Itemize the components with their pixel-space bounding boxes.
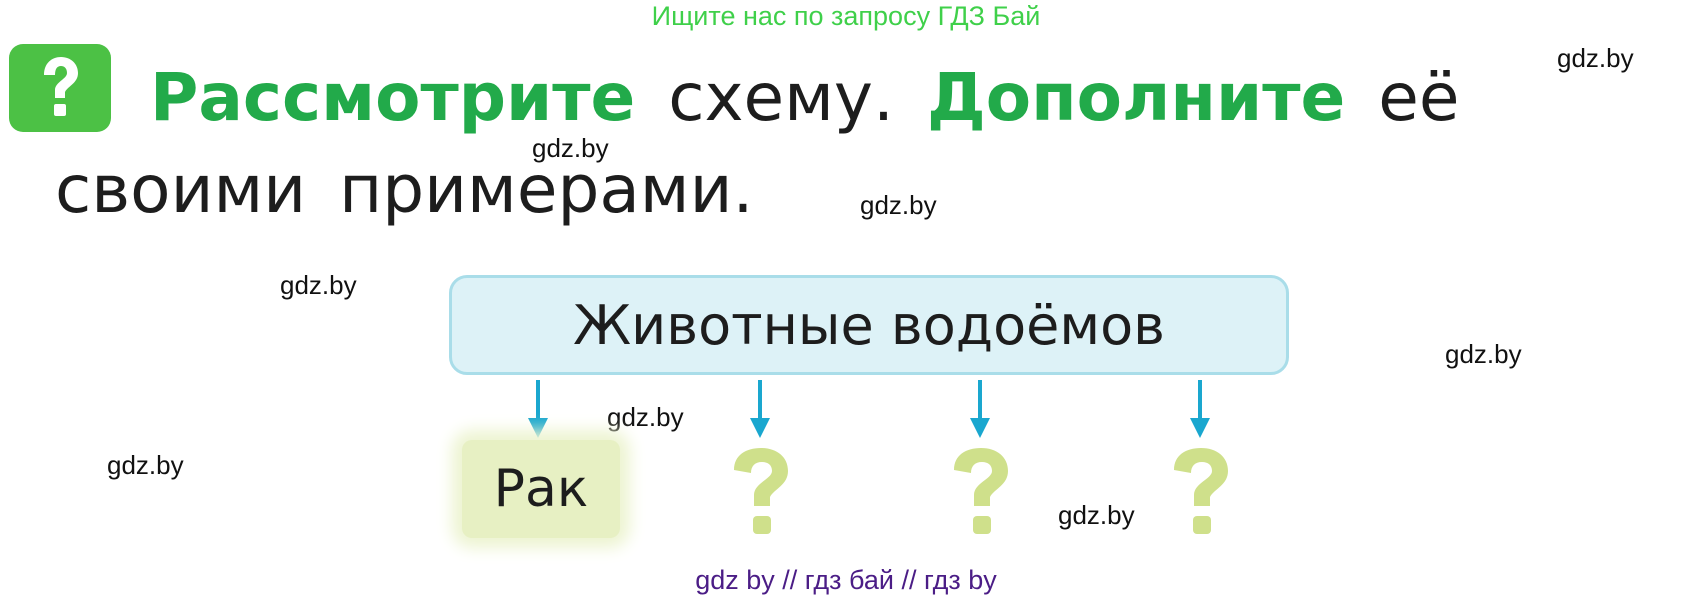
task-verb-complete: Дополните — [926, 59, 1346, 136]
task-instruction: Рассмотрите схему. Дополните её своими п… — [55, 52, 1675, 236]
watermark: gdz.by — [1445, 339, 1522, 369]
question-mark-icon — [734, 448, 788, 534]
task-text-scheme: схему. — [668, 59, 894, 136]
task-text-examples: её своими примерами. — [55, 59, 1460, 228]
watermark: gdz.by — [280, 270, 357, 300]
watermark: gdz.by — [860, 190, 937, 220]
question-mark-icon — [1174, 448, 1228, 534]
promo-note: Ищите нас по запросу ГДЗ Бай — [651, 1, 1041, 31]
watermark: gdz.by — [607, 402, 684, 432]
diagram-root-box: Животные водоёмов — [449, 275, 1289, 375]
known-example-box: Рак — [462, 440, 620, 538]
arrow-down-icon — [528, 380, 548, 438]
footer-watermark: gdz by // гдз бай // гдз by — [695, 565, 997, 595]
question-mark-icon — [954, 448, 1008, 534]
task-verb-consider: Рассмотрите — [150, 59, 636, 136]
watermark: gdz.by — [1557, 43, 1634, 73]
question-mark-icon — [9, 44, 111, 132]
watermark: gdz.by — [532, 133, 609, 163]
watermark: gdz.by — [107, 450, 184, 480]
arrow-down-icon — [750, 380, 770, 438]
arrow-down-icon — [1190, 380, 1210, 438]
arrow-down-icon — [970, 380, 990, 438]
watermark: gdz.by — [1058, 500, 1135, 530]
